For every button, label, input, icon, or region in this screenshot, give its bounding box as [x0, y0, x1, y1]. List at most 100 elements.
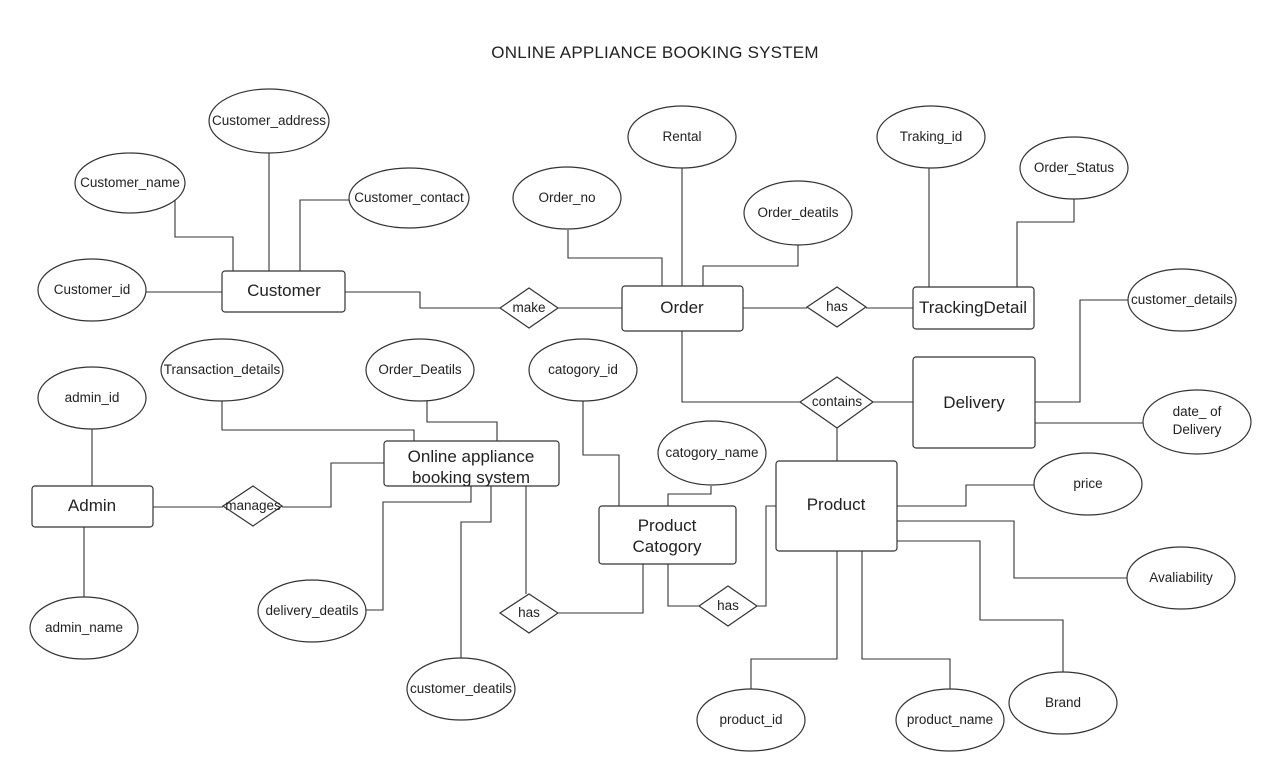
line-order-deatils: [702, 245, 799, 286]
attribute-date-of-delivery[interactable]: date_ of Delivery: [1142, 389, 1252, 455]
attribute-customer-contact[interactable]: Customer_contact: [348, 167, 470, 229]
attribute-order-no[interactable]: Order_no: [512, 166, 622, 230]
attribute-customer-deatils-label: customer_deatils: [410, 681, 512, 696]
attribute-customer-id-label: Customer_id: [54, 282, 131, 297]
page-title: ONLINE APPLIANCE BOOKING SYSTEM: [491, 43, 818, 62]
connectors: [83, 152, 1144, 690]
attribute-customer-name-label: Customer_name: [80, 175, 180, 190]
relationship-has-category-label: has: [518, 605, 540, 620]
line-customer-details: [1035, 299, 1128, 403]
entity-order-label: Order: [660, 298, 704, 317]
relationship-has-product[interactable]: has: [697, 585, 759, 627]
attribute-product-name-label: product_name: [907, 712, 993, 727]
line-product-id: [750, 551, 838, 690]
attribute-rental[interactable]: Rental: [627, 105, 737, 169]
entity-category-label-line1: Product: [638, 516, 697, 535]
attribute-traking-id-label: Traking_id: [900, 129, 963, 144]
entity-online-appliance-booking-system[interactable]: Online appliance booking system: [383, 440, 560, 487]
attribute-product-id[interactable]: product_id: [696, 688, 806, 752]
line-order-contains: [681, 331, 800, 403]
line-customer-make: [345, 291, 500, 309]
attribute-admin-name-label: admin_name: [45, 620, 123, 635]
line-avaliability: [897, 520, 1127, 579]
attribute-order-deatils-system[interactable]: Order_Deatils: [365, 338, 475, 402]
attribute-delivery-deatils[interactable]: delivery_deatils: [257, 579, 367, 643]
entity-product-category[interactable]: Product Catogory: [598, 505, 737, 565]
entity-customer[interactable]: Customer: [221, 270, 346, 313]
attribute-order-status-label: Order_Status: [1034, 160, 1115, 175]
attribute-delivery-deatils-label: delivery_deatils: [265, 603, 358, 618]
line-order-deatils-sys: [426, 400, 498, 441]
attribute-avaliability-label: Avaliability: [1149, 570, 1213, 585]
line-product-name: [861, 551, 951, 690]
relationship-make[interactable]: make: [498, 287, 560, 329]
entity-admin[interactable]: Admin: [31, 485, 154, 528]
attribute-order-status[interactable]: Order_Status: [1019, 136, 1129, 200]
attribute-brand-label: Brand: [1045, 695, 1081, 710]
attribute-customer-id[interactable]: Customer_id: [37, 258, 147, 322]
attribute-transaction-details-label: Transaction_details: [164, 362, 281, 377]
attribute-customer-name[interactable]: Customer_name: [74, 152, 186, 214]
attribute-catogory-name[interactable]: catogory_name: [657, 420, 767, 486]
attribute-customer-deatils[interactable]: customer_deatils: [406, 657, 516, 721]
entity-order[interactable]: Order: [621, 285, 744, 332]
line-has-category: [558, 564, 644, 614]
attribute-admin-id[interactable]: admin_id: [37, 366, 147, 430]
line-category-has: [667, 564, 699, 607]
attribute-rental-label: Rental: [662, 129, 701, 144]
attribute-admin-id-label: admin_id: [65, 390, 120, 405]
entity-admin-label: Admin: [68, 496, 116, 515]
entity-category-label-line2: Catogory: [633, 537, 702, 556]
relationship-has-product-label: has: [717, 598, 739, 613]
line-customer-deatils: [460, 486, 492, 661]
relationship-has-tracking-label: has: [826, 299, 848, 314]
attribute-date-of-delivery-label-line1: date_ of: [1173, 404, 1222, 419]
attribute-traking-id[interactable]: Traking_id: [876, 105, 986, 169]
attribute-catogory-name-label: catogory_name: [665, 445, 758, 460]
entity-tracking-detail[interactable]: TrackingDetail: [912, 286, 1035, 330]
attribute-customer-address[interactable]: Customer_address: [208, 88, 330, 154]
line-transaction: [221, 400, 415, 441]
attribute-order-deatils-system-label: Order_Deatils: [378, 362, 462, 377]
attribute-catogory-id[interactable]: catogory_id: [528, 338, 638, 402]
attribute-brand[interactable]: Brand: [1008, 671, 1118, 735]
attribute-date-of-delivery-label-line2: Delivery: [1173, 422, 1222, 437]
line-order-no: [567, 230, 663, 286]
entity-customer-label: Customer: [247, 281, 321, 300]
line-price: [897, 484, 1035, 507]
attribute-product-id-label: product_id: [719, 712, 782, 727]
entity-delivery-label: Delivery: [943, 393, 1005, 412]
line-customer-contact: [299, 199, 349, 271]
attribute-order-no-label: Order_no: [538, 190, 595, 205]
attribute-price-label: price: [1073, 476, 1102, 491]
relationship-has-tracking[interactable]: has: [805, 286, 868, 328]
entity-system-label-line2: booking system: [412, 468, 530, 487]
relationship-manages-label: manages: [225, 498, 281, 513]
line-has-product: [757, 505, 776, 607]
relationship-make-label: make: [512, 300, 545, 315]
attribute-customer-details-label: customer_details: [1131, 292, 1233, 307]
relationship-contains[interactable]: contains: [798, 376, 875, 429]
entity-tracking-detail-label: TrackingDetail: [919, 298, 1027, 317]
relationship-has-category[interactable]: has: [498, 593, 560, 634]
attribute-transaction-details[interactable]: Transaction_details: [160, 338, 284, 402]
attribute-avaliability[interactable]: Avaliability: [1126, 546, 1236, 610]
attribute-admin-name[interactable]: admin_name: [29, 596, 139, 660]
line-customer-name: [174, 200, 234, 271]
entity-system-label-line1: Online appliance: [408, 447, 535, 466]
entity-delivery[interactable]: Delivery: [912, 356, 1036, 449]
attribute-customer-address-label: Customer_address: [212, 113, 326, 128]
attribute-product-name[interactable]: product_name: [895, 688, 1005, 752]
attribute-price[interactable]: price: [1033, 452, 1143, 516]
attribute-order-deatils[interactable]: Order_deatils: [743, 180, 853, 246]
entity-product-label: Product: [807, 495, 866, 514]
attribute-customer-details[interactable]: customer_details: [1127, 268, 1237, 332]
entity-product[interactable]: Product: [775, 460, 898, 552]
line-delivery-deatils: [360, 486, 472, 611]
relationship-contains-label: contains: [812, 394, 863, 409]
attribute-order-deatils-label: Order_deatils: [757, 205, 838, 220]
line-manages-system: [282, 462, 384, 508]
relationship-manages[interactable]: manages: [221, 485, 284, 527]
